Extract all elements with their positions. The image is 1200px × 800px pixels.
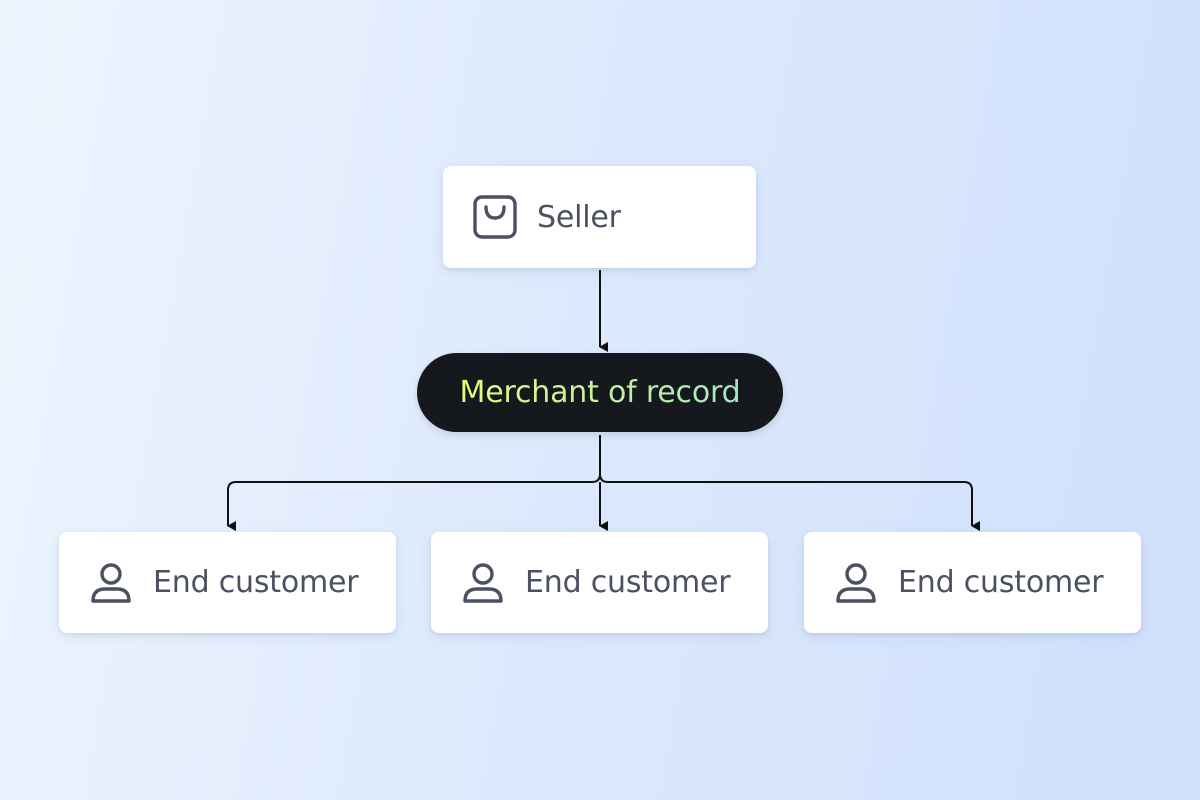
mor-trunk-line [227,435,601,531]
user-icon [87,559,135,607]
end-customer-label: End customer [153,565,359,600]
end-customer-node: End customer [59,532,396,633]
merchant-of-record-node: Merchant of record [417,353,783,432]
seller-node: Seller [443,166,756,268]
merchant-of-record-label: Merchant of record [459,375,741,410]
end-customer-label: End customer [525,565,731,600]
mor-to-customer-right-line [599,473,980,531]
shopping-bag-icon [471,193,519,241]
seller-label: Seller [537,199,621,235]
user-icon [832,559,880,607]
end-customer-node: End customer [804,532,1141,633]
end-customer-node: End customer [431,532,768,633]
user-icon [459,559,507,607]
end-customer-label: End customer [898,565,1104,600]
